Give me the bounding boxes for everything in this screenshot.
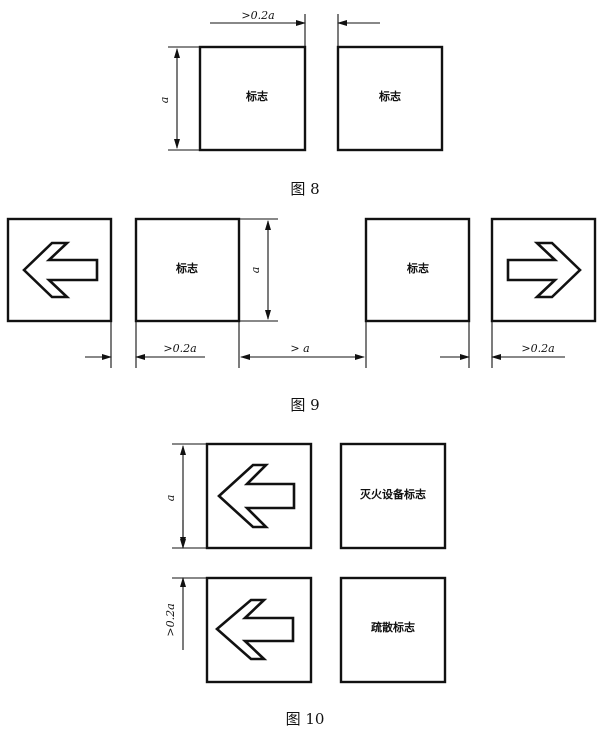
figure-10: 灭火设备标志 疏散标志 a >0.2a 图 10 [164,442,447,728]
fig10-dim-side-label: a [164,495,177,502]
fig10-bottom-arrow-icon [215,598,295,661]
fig9-dim-gap-left-label: >0.2a [163,342,196,355]
fig10-sign-bottom-label: 疏散标志 [371,620,415,634]
fig10-top-arrow-icon [217,463,296,529]
fig8-sign-right [336,45,444,152]
fig9-dim-gap-right-label: >0.2a [521,342,554,355]
fig9-dim-side-label: a [249,267,262,274]
figure-9: 标志 标志 a >0.2a > a >0.2a 图 9 [6,217,597,414]
fig9-dim-gap-middle-label: > a [290,342,309,355]
fig8-sign-left [198,45,307,152]
fig10-caption: 图 10 [286,710,325,728]
figure-8: 标志 标志 a >0.2a 图 8 [158,9,444,198]
fig9-right-arrow-icon [506,241,582,299]
fig8-sign-left-label: 标志 [245,89,268,103]
fig10-sign-top [339,442,447,550]
fig9-left-arrow-icon [22,241,99,299]
fig9-caption: 图 9 [290,396,319,414]
fig10-dim-gap-label: >0.2a [164,603,177,636]
fig8-dim-side-label: a [158,97,171,104]
fig10-sign-bottom [339,576,447,684]
fig8-caption: 图 8 [290,180,319,198]
fig10-sign-top-label: 灭火设备标志 [359,487,426,501]
fig9-sign-left-label: 标志 [175,261,198,275]
fig8-dim-gap-label: >0.2a [241,9,274,22]
fig9-sign-right-label: 标志 [406,261,429,275]
fig9-sign-left [134,217,241,323]
fig8-sign-right-label: 标志 [378,89,401,103]
fig9-sign-right [364,217,471,323]
